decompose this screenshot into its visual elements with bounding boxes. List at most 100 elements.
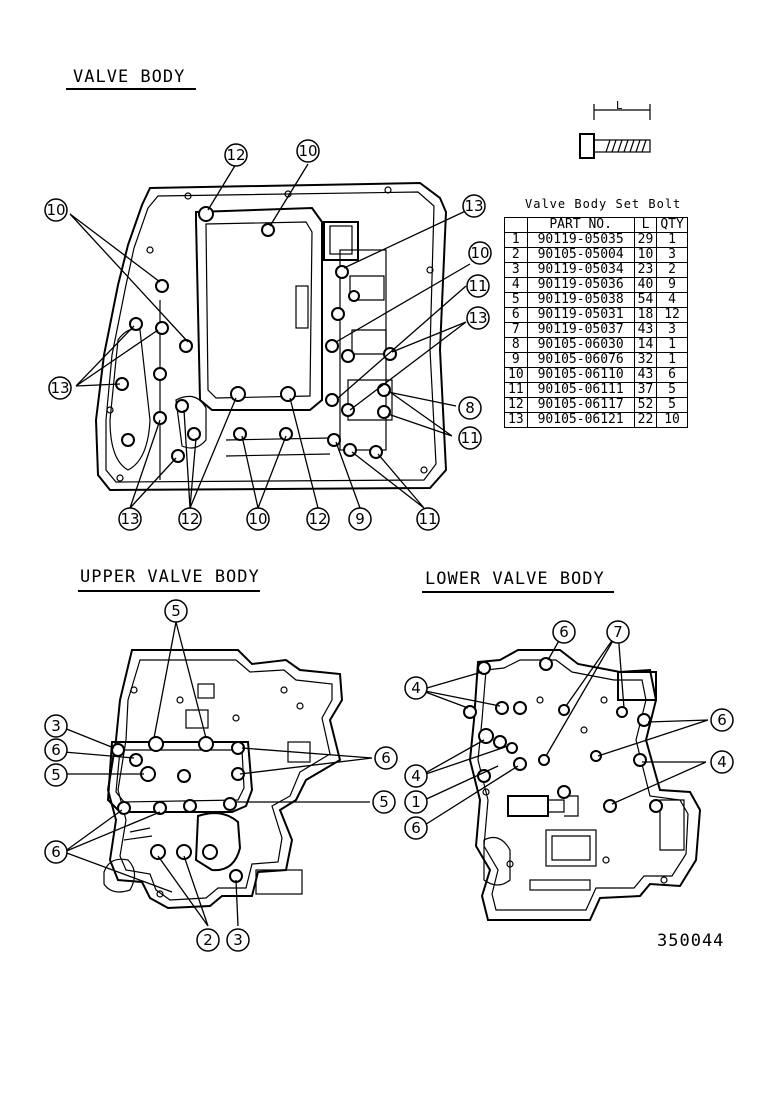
callout-12: 12 [306, 507, 330, 531]
cell-part-no: 90105-06117 [526, 397, 635, 413]
callout-10: 10 [468, 241, 492, 265]
callout-11: 11 [416, 507, 440, 531]
cell-part-no: 90105-06110 [526, 367, 635, 383]
svg-text:4: 4 [717, 753, 727, 771]
cell-length: 10 [633, 247, 658, 263]
svg-text:6: 6 [51, 843, 61, 861]
callout-10: 10 [44, 198, 68, 222]
bolt-length-label: L [616, 99, 623, 112]
callout-1: 1 [404, 790, 428, 814]
cell-qty: 5 [656, 382, 688, 398]
callout-12: 12 [178, 507, 202, 531]
svg-text:13: 13 [468, 309, 487, 327]
svg-text:11: 11 [418, 510, 437, 528]
svg-text:13: 13 [464, 197, 483, 215]
table-header-row: PART NO. L QTY [504, 217, 688, 233]
cell-part-no: 90119-05036 [526, 277, 635, 293]
callout-13: 13 [118, 507, 142, 531]
callout-6: 6 [44, 738, 68, 762]
svg-text:6: 6 [717, 711, 727, 729]
callout-5: 5 [372, 790, 396, 814]
header-index [504, 217, 528, 233]
svg-text:2: 2 [203, 931, 213, 949]
cell-part-no: 90119-05035 [526, 232, 635, 248]
header-qty: QTY [656, 217, 688, 233]
cell-index: 11 [504, 382, 528, 398]
svg-text:4: 4 [411, 767, 421, 785]
callout-11: 11 [458, 426, 482, 450]
cell-index: 4 [504, 277, 528, 293]
cell-part-no: 90119-05031 [526, 307, 635, 323]
cell-index: 3 [504, 262, 528, 278]
callout-3: 3 [226, 928, 250, 952]
callout-2: 2 [196, 928, 220, 952]
cell-part-no: 90105-06121 [526, 412, 635, 428]
cell-qty: 4 [656, 292, 688, 308]
svg-text:11: 11 [468, 277, 487, 295]
svg-text:6: 6 [381, 749, 391, 767]
callout-7: 7 [606, 620, 630, 644]
svg-text:4: 4 [411, 679, 421, 697]
cell-index: 13 [504, 412, 528, 428]
cell-index: 9 [504, 352, 528, 368]
valve-body-title: VALVE BODY [73, 67, 186, 87]
cell-length: 22 [633, 412, 658, 428]
cell-qty: 3 [656, 322, 688, 338]
cell-length: 43 [633, 367, 658, 383]
svg-text:11: 11 [460, 429, 479, 447]
callout-3: 3 [44, 714, 68, 738]
svg-text:10: 10 [248, 510, 267, 528]
callout-10: 10 [246, 507, 270, 531]
cell-index: 12 [504, 397, 528, 413]
cell-qty: 1 [656, 352, 688, 368]
svg-text:12: 12 [308, 510, 327, 528]
callout-6: 6 [44, 840, 68, 864]
svg-text:13: 13 [120, 510, 139, 528]
cell-length: 23 [633, 262, 658, 278]
callout-10: 10 [296, 139, 320, 163]
svg-text:3: 3 [51, 717, 61, 735]
header-part-no: PART NO. [526, 217, 635, 233]
lower-valve-body-leader-lines [419, 631, 709, 829]
valve-body-bolts [115, 206, 397, 463]
upper-valve-body-outline [103, 649, 344, 910]
table-caption: Valve Body Set Bolt [525, 197, 682, 211]
valve-body-leader-lines [69, 163, 473, 509]
cell-qty: 3 [656, 247, 688, 263]
callout-6: 6 [552, 620, 576, 644]
cell-length: 40 [633, 277, 658, 293]
callout-11: 11 [466, 274, 490, 298]
cell-qty: 1 [656, 337, 688, 353]
svg-text:7: 7 [613, 623, 623, 641]
cell-length: 29 [633, 232, 658, 248]
cell-index: 2 [504, 247, 528, 263]
lower-valve-body-outline [468, 649, 702, 921]
cell-length: 18 [633, 307, 658, 323]
cell-length: 37 [633, 382, 658, 398]
callout-6: 6 [710, 708, 734, 732]
svg-text:5: 5 [379, 793, 389, 811]
cell-qty: 9 [656, 277, 688, 293]
cell-part-no: 90119-05037 [526, 322, 635, 338]
upper-valve-body-callouts: 5 3 6 5 6 5 6 2 3 [44, 599, 398, 952]
svg-text:3: 3 [233, 931, 243, 949]
cell-qty: 10 [656, 412, 688, 428]
cell-index: 8 [504, 337, 528, 353]
cell-part-no: 90105-06030 [526, 337, 635, 353]
cell-part-no: 90119-05038 [526, 292, 635, 308]
upper-valve-body-bolts [111, 736, 245, 883]
cell-index: 5 [504, 292, 528, 308]
svg-text:10: 10 [298, 142, 317, 160]
svg-text:6: 6 [51, 741, 61, 759]
